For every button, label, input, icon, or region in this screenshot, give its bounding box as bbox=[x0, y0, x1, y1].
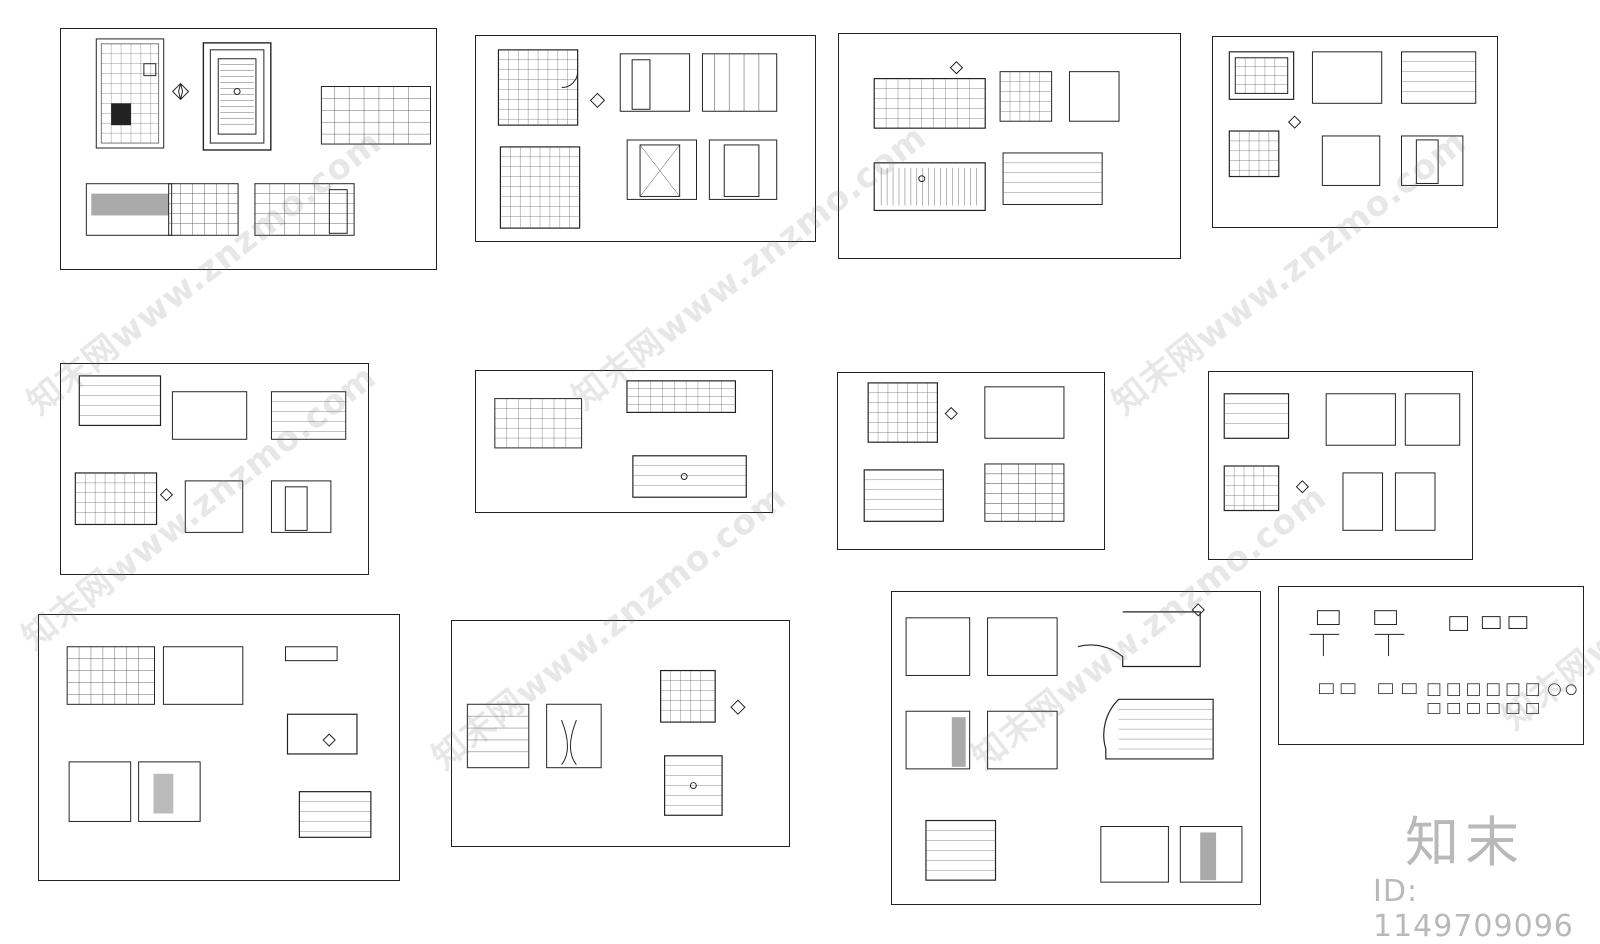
cad-drawing bbox=[497, 49, 778, 229]
drawing-sheet-8 bbox=[1208, 371, 1473, 560]
cad-drawing bbox=[873, 61, 1120, 212]
cad-drawing bbox=[1223, 393, 1461, 531]
drawing-sheet-7 bbox=[837, 372, 1105, 550]
cad-drawing bbox=[905, 603, 1243, 883]
drawing-sheet-5 bbox=[60, 363, 369, 575]
drawing-sheet-9 bbox=[38, 614, 400, 881]
drawing-sheet-3 bbox=[838, 33, 1181, 259]
drawing-sheet-2 bbox=[475, 35, 816, 242]
drawing-sheet-4 bbox=[1212, 36, 1498, 228]
image-id-label: ID: 1149709096 bbox=[1373, 874, 1574, 944]
drawing-sheet-12 bbox=[1278, 586, 1584, 745]
cad-drawing bbox=[863, 382, 1065, 522]
cad-drawing bbox=[1309, 610, 1577, 714]
cad-drawing bbox=[74, 375, 347, 533]
cad-drawing bbox=[66, 646, 372, 838]
cad-drawing bbox=[494, 380, 747, 498]
brand-logo: 知末 bbox=[1405, 811, 1525, 874]
cad-drawing bbox=[466, 669, 746, 816]
drawing-sheet-11 bbox=[891, 591, 1261, 905]
drawing-sheet-6 bbox=[475, 370, 773, 513]
drawing-sheet-10 bbox=[451, 620, 790, 847]
cad-drawing bbox=[85, 38, 431, 236]
drawing-sheet-1 bbox=[60, 28, 437, 270]
cad-drawing bbox=[1228, 51, 1477, 186]
